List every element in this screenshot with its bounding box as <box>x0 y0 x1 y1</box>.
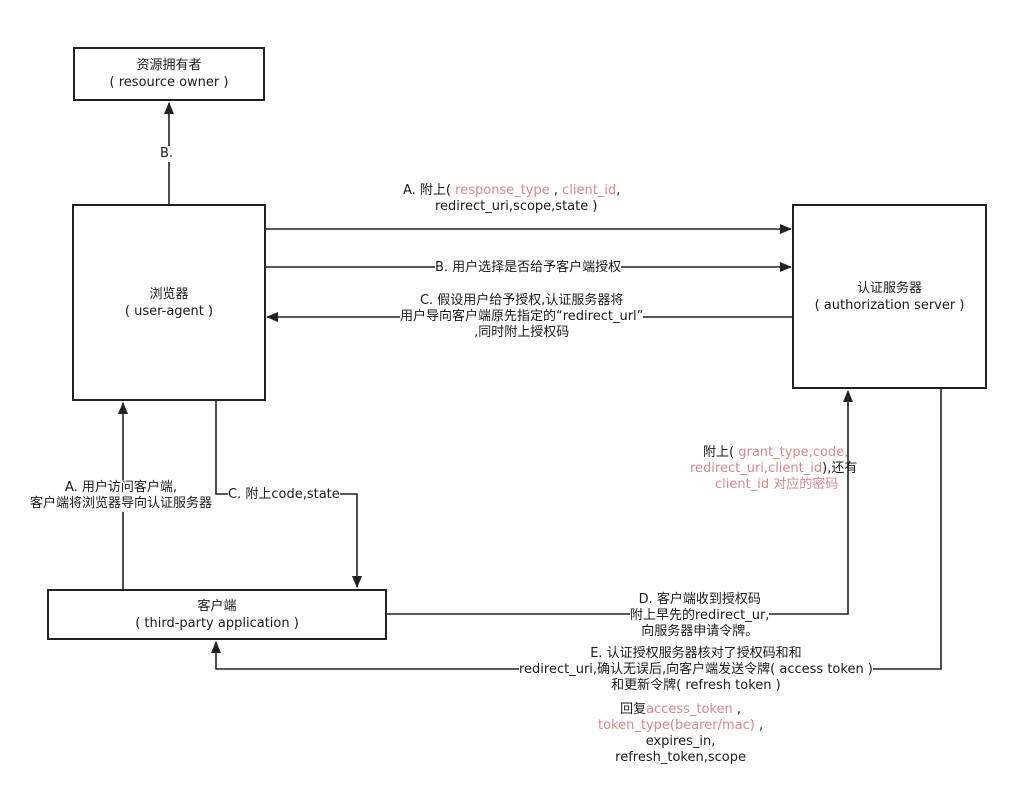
label-c-line1: C. 假设用户给予授权,认证服务器将 <box>419 293 624 308</box>
label-reply-line4: refresh_token,scope <box>615 750 746 765</box>
resource-owner-node: 资源拥有者 ( resource owner ) <box>73 47 265 101</box>
label-token-line3: client_id 对应的密码 <box>690 477 857 493</box>
client-name: 客户端 <box>197 598 237 614</box>
label-token-mid: ),还有 <box>822 461 858 476</box>
label-a-auth-request: A. 附上( response_type , client_id, redire… <box>403 183 620 215</box>
label-a-line2: redirect_uri,scope,state ) <box>435 199 598 214</box>
label-a-prefix: A. 附上( <box>403 183 452 198</box>
label-reply-comma2: , <box>758 718 764 733</box>
resource-owner-name: 资源拥有者 <box>136 58 202 73</box>
label-e-line3: 和更新令牌( refresh token ) <box>611 678 781 693</box>
label-token-secret: client_id 对应的密码 <box>715 477 839 492</box>
auth-server-node: 认证服务器 ( authorization server ) <box>792 204 987 389</box>
resource-owner-sub: ( resource owner ) <box>109 75 229 90</box>
label-reply-access-token: access_token <box>646 702 733 717</box>
label-d-line2: 附上早先的redirect_ur, <box>630 608 770 623</box>
label-reply-line2: token_type(bearer/mac) , <box>598 718 763 734</box>
browser-name: 浏览器 <box>149 286 189 302</box>
label-d-client: D. 客户端收到授权码 附上早先的redirect_ur, 向服务器申请令牌。 <box>630 592 770 640</box>
label-c-line3: ,同时附上授权码 <box>474 325 570 340</box>
label-a-visit-line2: 客户端将浏览器导向认证服务器 <box>30 496 213 511</box>
label-reply-line3: expires_in, <box>645 734 716 749</box>
label-token-line1: 附上( grant_type,code, <box>690 445 857 461</box>
label-b-owner: B. <box>160 146 174 162</box>
label-e-server: E. 认证授权服务器核对了授权码和和 redirect_uri,确认无误后,向客… <box>519 646 873 694</box>
auth-server-name: 认证服务器 <box>856 280 922 296</box>
arrow-d-client-to-auth <box>386 390 853 615</box>
label-token-grant-code: grant_type,code, <box>738 445 849 460</box>
label-token-prefix: 附上( <box>703 445 735 460</box>
label-a-visit: A. 用户访问客户端, 客户端将浏览器导向认证服务器 <box>30 480 213 512</box>
label-reply-line1: 回复access_token , <box>598 702 763 718</box>
label-reply-comma1: , <box>736 702 742 717</box>
label-a-sep: , <box>553 183 559 198</box>
label-token-line2: redirect_uri,client_id),还有 <box>690 461 857 477</box>
label-a-line1: A. 附上( response_type , client_id, <box>403 183 620 199</box>
client-sub: ( third-party application ) <box>135 615 299 631</box>
browser-node: 浏览器 ( user-agent ) <box>72 204 266 401</box>
label-b-choose: B. 用户选择是否给予客户端授权 <box>435 260 622 276</box>
label-d-line3: 向服务器申请令牌。 <box>641 624 759 639</box>
label-a-client-id: client_id <box>562 183 617 198</box>
label-token-redirect-client: redirect_uri,client_id <box>690 461 823 476</box>
label-token-request: 附上( grant_type,code, redirect_uri,client… <box>690 445 857 493</box>
auth-server-sub: ( authorization server ) <box>814 297 965 313</box>
browser-sub: ( user-agent ) <box>124 303 214 319</box>
label-a-response-type: response_type <box>455 183 550 198</box>
label-a-visit-line1: A. 用户访问客户端, <box>64 480 178 495</box>
label-reply-token-type: token_type(bearer/mac) <box>598 718 755 733</box>
client-node: 客户端 ( third-party application ) <box>47 589 387 640</box>
label-c-redirect: C. 假设用户给予授权,认证服务器将 用户导向客户端原先指定的“redirect… <box>400 293 644 341</box>
label-reply-prefix: 回复 <box>620 702 647 717</box>
label-reply: 回复access_token , token_type(bearer/mac) … <box>598 702 763 766</box>
label-c-line2: 用户导向客户端原先指定的“redirect_url” <box>400 309 644 324</box>
label-c-code: C. 附上code,state <box>228 487 340 503</box>
label-e-line2: redirect_uri,确认无误后,向客户端发送令牌( access toke… <box>519 662 873 677</box>
label-e-line1: E. 认证授权服务器核对了授权码和和 <box>590 646 802 661</box>
label-a-comma: , <box>616 183 621 198</box>
label-d-line1: D. 客户端收到授权码 <box>638 592 761 607</box>
